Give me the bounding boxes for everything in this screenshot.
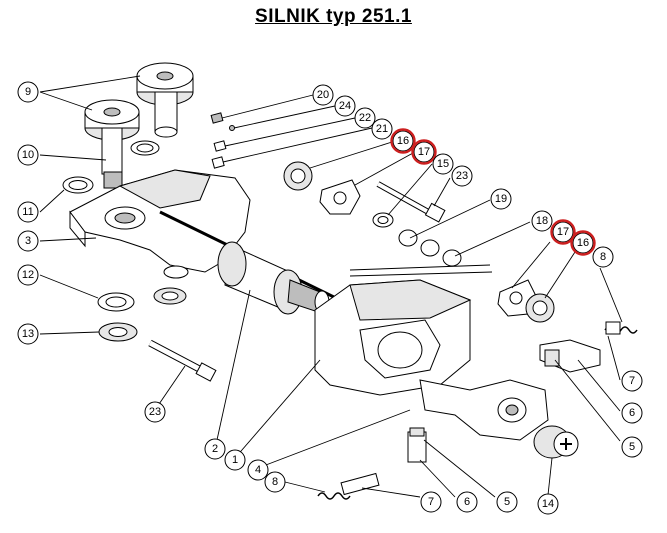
callout-5-lower: 5 [496, 491, 518, 513]
callout-16-top: 16 [390, 128, 416, 154]
svg-text:7: 7 [428, 496, 434, 508]
svg-text:23: 23 [149, 406, 161, 418]
svg-text:8: 8 [272, 476, 278, 488]
svg-text:16: 16 [397, 135, 409, 147]
callout-5-right: 5 [621, 436, 643, 458]
screw-23-left [148, 339, 217, 382]
svg-text:17: 17 [418, 146, 430, 158]
callout-15: 15 [432, 153, 454, 175]
callout-6-right: 6 [621, 402, 643, 424]
svg-text:2: 2 [212, 443, 218, 455]
rubber-bushing-top [283, 161, 313, 191]
svg-text:15: 15 [437, 158, 449, 170]
end-bracket [419, 379, 549, 441]
callout-1: 1 [224, 449, 246, 471]
svg-text:8: 8 [600, 251, 606, 263]
svg-text:5: 5 [629, 441, 635, 453]
callout-22: 22 [354, 107, 376, 129]
washer-11 [62, 176, 94, 194]
star-washer-small [153, 287, 187, 305]
svg-text:21: 21 [376, 123, 388, 135]
washer-15 [372, 212, 394, 228]
gear-upper [136, 62, 194, 138]
retainer-plate-top [319, 179, 361, 215]
svg-text:4: 4 [255, 464, 261, 476]
stator [314, 264, 493, 396]
armature [159, 210, 341, 315]
washers-19 [398, 229, 462, 267]
callout-19: 19 [490, 188, 512, 210]
callout-2: 2 [204, 438, 226, 460]
callout-10: 10 [17, 144, 39, 166]
svg-text:18: 18 [536, 215, 548, 227]
callout-24: 24 [334, 95, 356, 117]
callout-8-lower: 8 [264, 471, 286, 493]
washer-12 [97, 292, 135, 312]
callout-21: 21 [371, 118, 393, 140]
svg-text:12: 12 [22, 269, 34, 281]
callout-23-right: 23 [451, 165, 473, 187]
svg-text:14: 14 [542, 498, 554, 510]
brush-spring-right [604, 321, 638, 335]
callout-6-lower: 6 [456, 491, 478, 513]
callout-14: 14 [537, 493, 559, 515]
screw-23-right [376, 181, 446, 223]
callout-17-right: 17 [550, 219, 576, 245]
callout-3: 3 [17, 230, 39, 252]
callout-7-right: 7 [621, 370, 643, 392]
callout-9: 9 [17, 81, 39, 103]
diagram-title: SILNIK typ 251.1 [255, 6, 412, 27]
callout-7-lower: 7 [420, 491, 442, 513]
leader-lines [39, 75, 623, 498]
svg-text:5: 5 [504, 496, 510, 508]
washer-top [130, 140, 160, 156]
highlight-ring-17-right [550, 219, 576, 245]
svg-text:19: 19 [495, 193, 507, 205]
svg-text:16: 16 [577, 237, 589, 249]
callout-4: 4 [247, 459, 269, 481]
highlight-ring-16-top [390, 128, 416, 154]
svg-text:7: 7 [629, 375, 635, 387]
gear-housing [69, 169, 251, 273]
svg-text:9: 9 [25, 86, 31, 98]
callout-23-left: 23 [144, 401, 166, 423]
svg-text:22: 22 [359, 112, 371, 124]
callout-11: 11 [17, 201, 39, 223]
svg-text:10: 10 [22, 149, 34, 161]
gear-lower [84, 99, 140, 189]
svg-text:23: 23 [456, 170, 468, 182]
callout-16-right: 16 [570, 230, 596, 256]
callout-20: 20 [312, 84, 334, 106]
svg-text:6: 6 [629, 407, 635, 419]
star-washer-13 [98, 322, 138, 342]
svg-text:13: 13 [22, 328, 34, 340]
callout-13: 13 [17, 323, 39, 345]
callout-8-right: 8 [592, 246, 614, 268]
bearing-cap-14 [533, 425, 579, 459]
brush-holder-lower [407, 427, 427, 463]
svg-text:20: 20 [317, 89, 329, 101]
svg-text:6: 6 [464, 496, 470, 508]
callout-17-top: 17 [411, 139, 437, 165]
svg-text:1: 1 [232, 454, 238, 466]
svg-text:11: 11 [22, 206, 33, 218]
brush-spring-lower [317, 472, 380, 500]
brush-holder-right [539, 339, 601, 373]
svg-text:3: 3 [25, 235, 31, 247]
svg-text:17: 17 [557, 226, 569, 238]
washer-small-a [163, 265, 189, 279]
callout-12: 12 [17, 264, 39, 286]
callout-18: 18 [531, 210, 553, 232]
rubber-bushing-right [525, 293, 555, 323]
svg-text:24: 24 [339, 100, 351, 112]
highlight-ring-16-right [570, 230, 596, 256]
highlight-ring-17-top [411, 139, 437, 165]
